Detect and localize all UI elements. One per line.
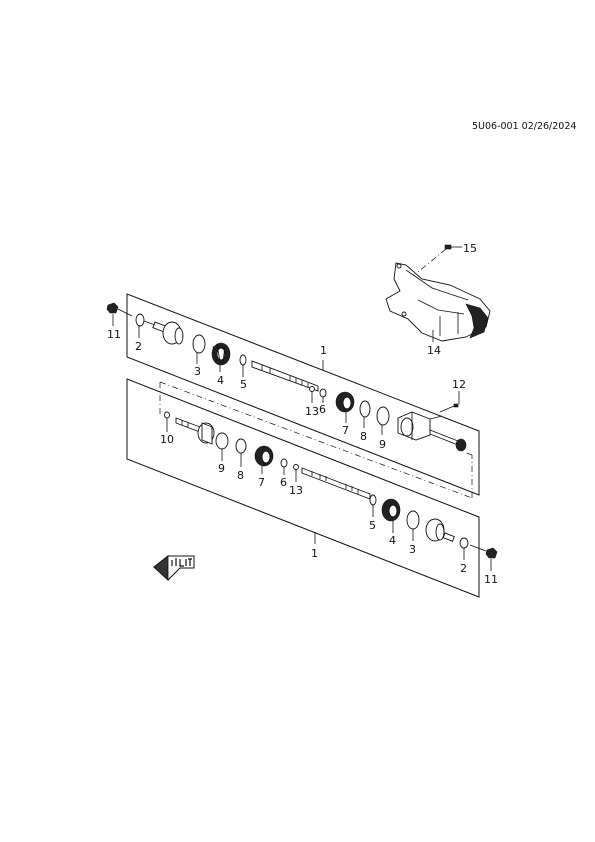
callout-lower-1: 1	[311, 547, 318, 560]
lower-guide-line	[159, 381, 473, 499]
callout-upper-5: 5	[240, 378, 247, 391]
upper-outer-boot	[211, 342, 231, 366]
upper-nut	[106, 302, 133, 317]
upper-washer	[135, 313, 156, 327]
callout-lower-2: 2	[460, 562, 467, 575]
callout-bracket-14: 14	[427, 344, 441, 357]
upper-bolt	[439, 403, 459, 413]
callout-upper-11: 11	[107, 328, 121, 341]
document-id: 5U06-001 02/26/2024	[472, 121, 577, 132]
front-direction-arrow-icon	[153, 555, 195, 581]
lower-outer-cv-joint	[425, 518, 455, 542]
callout-lower-6: 6	[280, 476, 287, 489]
callout-upper-2: 2	[135, 340, 142, 353]
upper-snap-ring	[319, 388, 327, 398]
upper-inner-boot	[335, 391, 355, 413]
callout-lower-8: 8	[237, 469, 244, 482]
leader-lines	[112, 314, 492, 571]
callout-upper-3: 3	[194, 365, 201, 378]
callout-upper-7: 7	[342, 424, 349, 437]
lower-nut	[469, 544, 498, 559]
lower-inner-boot	[254, 445, 274, 467]
upper-inner-joint-housing	[397, 411, 467, 452]
bracket-bolt	[417, 244, 462, 273]
upper-boot-clamp-small	[239, 354, 247, 366]
callout-lower-11: 11	[484, 573, 498, 586]
callout-upper-6: 6	[319, 403, 326, 416]
callout-upper-13: 13	[305, 405, 319, 418]
heat-shield-bracket	[385, 262, 491, 342]
lower-snap-ring	[280, 458, 288, 468]
callout-bracket-15: 15	[463, 242, 477, 255]
callout-lower-13: 13	[289, 484, 303, 497]
lower-inner-clamp-large	[215, 432, 229, 450]
callout-upper-8: 8	[360, 430, 367, 443]
callout-lower-5: 5	[369, 519, 376, 532]
lower-washer	[459, 537, 469, 549]
callout-upper-9: 9	[379, 438, 386, 451]
callout-upper-4: 4	[217, 374, 224, 387]
lower-panel-frame	[126, 378, 480, 598]
callout-lower-4: 4	[389, 534, 396, 547]
callout-lower-10: 10	[160, 433, 174, 446]
lower-circlip	[164, 411, 170, 419]
callout-lower-7: 7	[258, 476, 265, 489]
lower-circlip-small	[293, 464, 299, 470]
lower-inner-clamp	[235, 438, 247, 454]
lower-boot-clamp-small	[369, 494, 377, 506]
callout-lower-3: 3	[409, 543, 416, 556]
upper-outer-cv-joint	[152, 321, 184, 345]
upper-inner-clamp-large	[376, 406, 390, 426]
lower-axle-shaft	[301, 467, 371, 500]
lower-inner-joint	[175, 417, 215, 445]
lower-boot-clamp-large	[406, 510, 420, 530]
upper-circlip	[309, 386, 315, 392]
callout-upper-12: 12	[452, 378, 466, 391]
lower-outer-boot	[381, 498, 401, 522]
callout-lower-9: 9	[218, 462, 225, 475]
upper-boot-clamp-large	[192, 334, 206, 354]
upper-axle-shaft	[251, 360, 319, 392]
upper-panel-frame	[126, 293, 480, 496]
upper-inner-clamp	[359, 400, 371, 418]
callout-upper-1: 1	[320, 344, 327, 357]
